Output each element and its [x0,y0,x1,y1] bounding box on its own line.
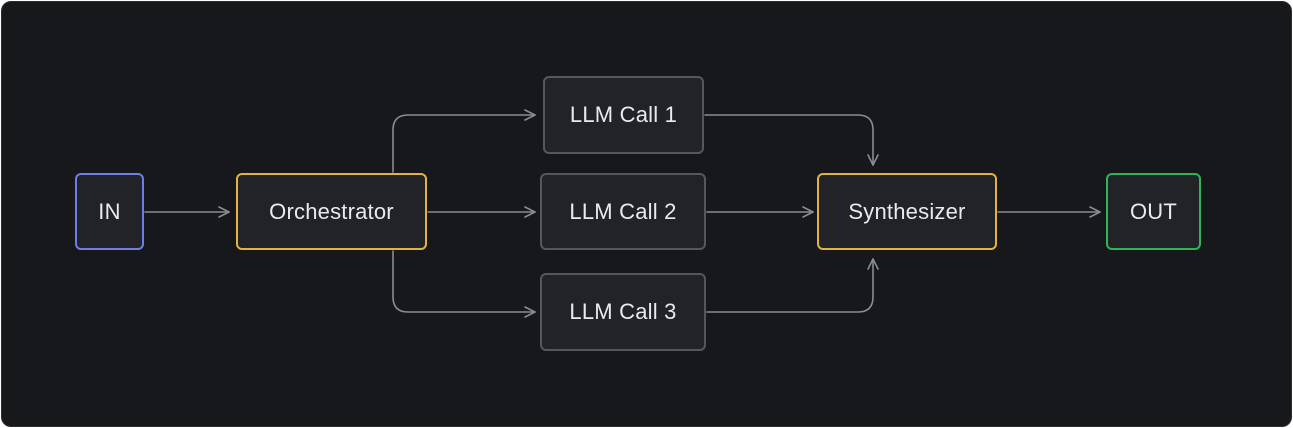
orchestrator-node-label: Orchestrator [269,198,394,224]
output-node-label: OUT [1129,198,1178,224]
output-node[interactable]: OUT [1106,173,1201,250]
llm-call-1-label: LLM Call 1 [569,102,678,127]
synthesizer-node[interactable]: Synthesizer [817,173,997,250]
llm-call-2-node[interactable]: LLM Call 2 [540,173,706,250]
llm-call-3-label: LLM Call 3 [569,299,677,324]
input-node-label: IN [98,198,121,224]
orchestrator-node[interactable]: Orchestrator [236,173,427,250]
llm-call-1-node[interactable]: LLM Call 1 [543,76,704,154]
input-node[interactable]: IN [75,173,144,250]
llm-call-3-node[interactable]: LLM Call 3 [540,273,706,351]
llm-call-2-label: LLM Call 2 [569,198,677,224]
synthesizer-node-label: Synthesizer [848,198,966,224]
